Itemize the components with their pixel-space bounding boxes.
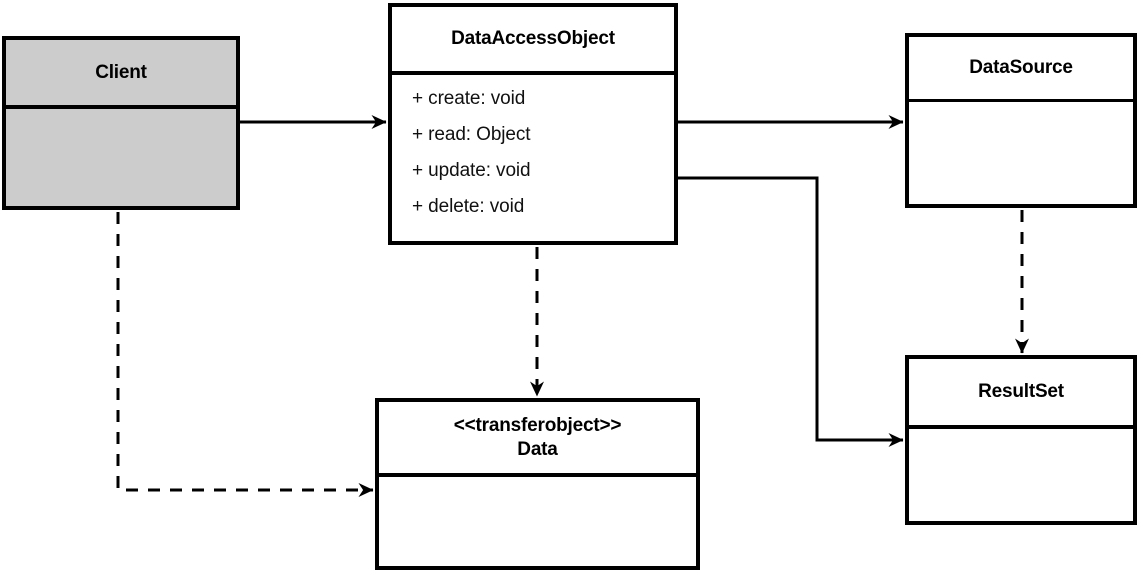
class-box-result-set[interactable]: ResultSet xyxy=(905,355,1137,525)
class-member-delete: + delete: void xyxy=(412,196,525,217)
class-box-data-access-object[interactable]: DataAccessObject + create: void + read: … xyxy=(388,3,678,245)
class-box-data-source[interactable]: DataSource xyxy=(905,33,1137,208)
class-body-data-source xyxy=(909,102,1133,204)
class-box-data[interactable]: <<transferobject>> Data xyxy=(375,398,700,570)
class-header-result-set: ResultSet xyxy=(909,359,1133,429)
class-header-data-source: DataSource xyxy=(909,37,1133,102)
connector-dao-to-resultset xyxy=(678,176,904,447)
class-name-data-access-object: DataAccessObject xyxy=(451,28,615,50)
class-header-data: <<transferobject>> Data xyxy=(379,402,696,477)
class-member-create: + create: void xyxy=(412,88,526,109)
connector-client-to-data xyxy=(116,212,374,497)
class-body-result-set xyxy=(909,429,1133,521)
class-name-data-source: DataSource xyxy=(969,57,1073,79)
class-body-data-access-object: + create: void + read: Object + update: … xyxy=(392,75,674,241)
class-header-data-access-object: DataAccessObject xyxy=(392,7,674,75)
class-header-client: Client xyxy=(6,40,236,109)
class-name-client: Client xyxy=(95,61,147,83)
class-stereotype-data: <<transferobject>> xyxy=(453,414,622,436)
class-body-client xyxy=(6,109,236,206)
class-member-read: + read: Object xyxy=(412,124,531,145)
class-name-result-set: ResultSet xyxy=(978,381,1064,403)
class-body-data xyxy=(379,477,696,566)
class-box-client[interactable]: Client xyxy=(2,36,240,210)
class-name-data: Data xyxy=(517,438,558,460)
class-member-update: + update: void xyxy=(412,160,531,181)
